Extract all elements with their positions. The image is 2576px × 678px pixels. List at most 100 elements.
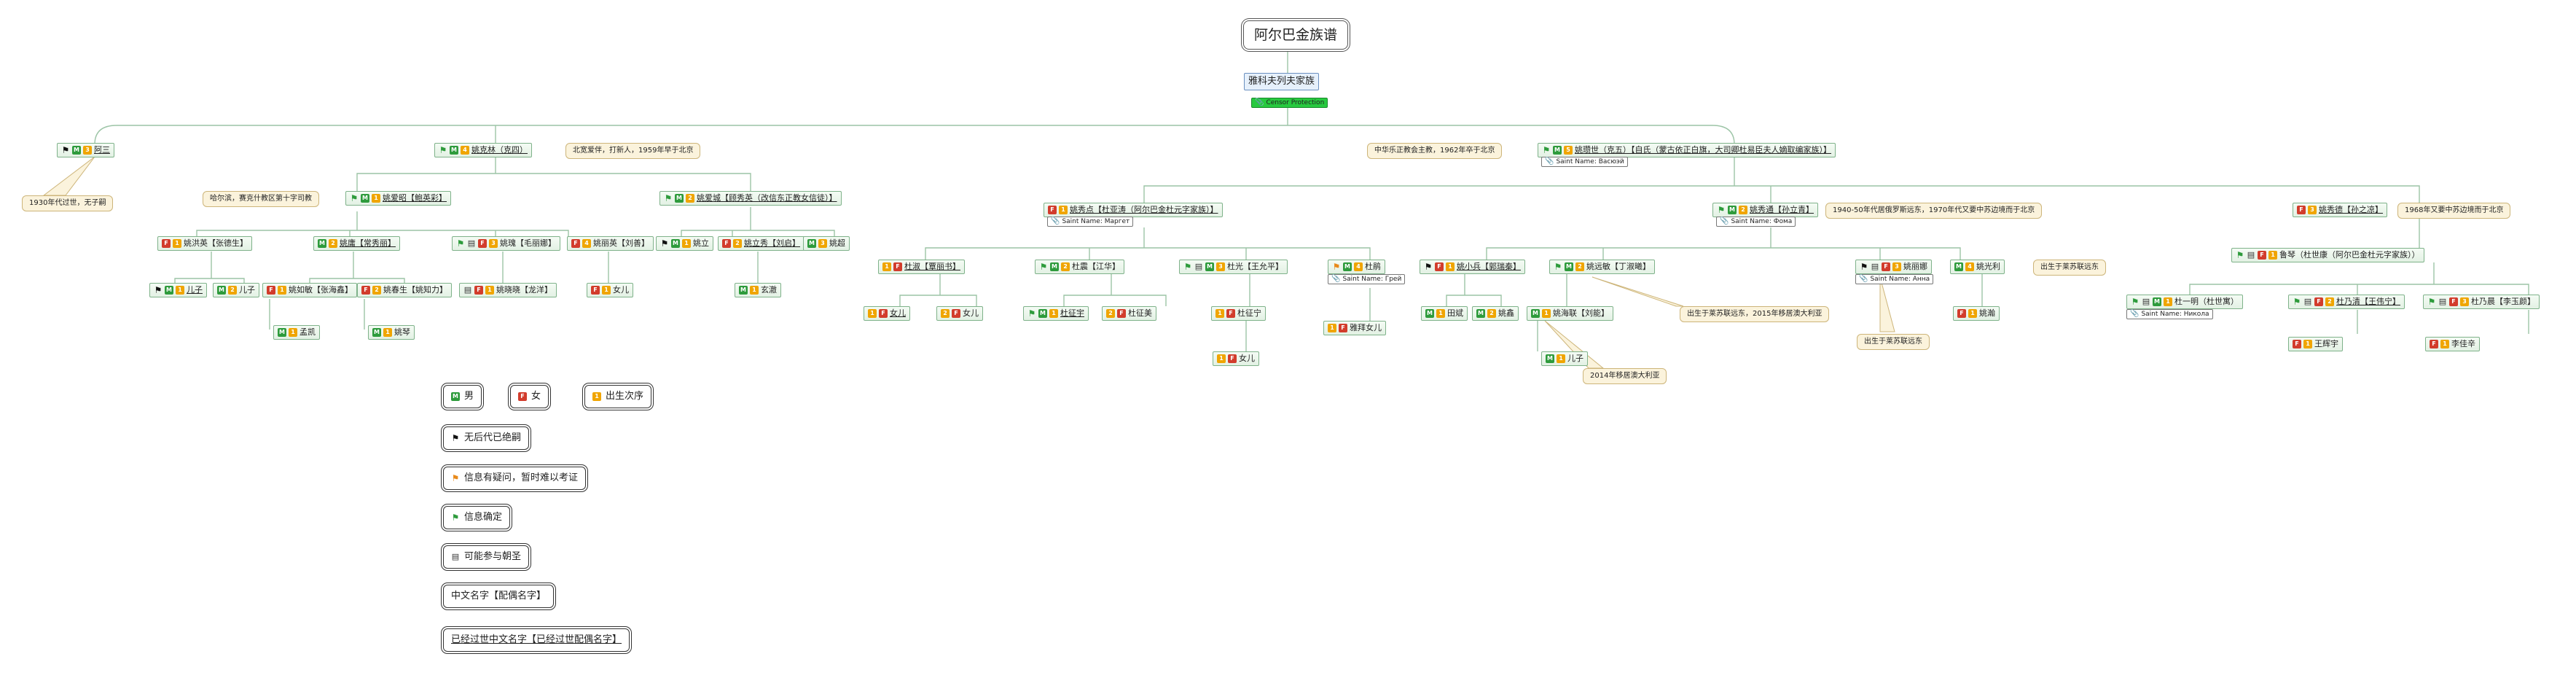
person-name: 女儿: [1239, 354, 1255, 363]
person-node-c2b[interactable]: ⚑ M 2 姚远敏【丁淑曦】: [1549, 260, 1655, 274]
person-node-c1c1a[interactable]: 1 F 女儿: [1213, 351, 1259, 366]
person-node-c2a2[interactable]: M 2 姚鑫: [1472, 306, 1519, 321]
person-node-c1b[interactable]: ⚑ M 2 杜震【江华】: [1035, 260, 1124, 274]
person-node-c2a[interactable]: ⚑ F 1 姚小兵【郭瑞秦】: [1420, 260, 1525, 274]
person-node-c1a2[interactable]: 2 F 女儿: [936, 306, 983, 321]
person-node-b2c[interactable]: M 3 姚超: [803, 236, 850, 251]
note-c2c: 出生于莱苏联远东: [1857, 334, 1930, 350]
person-name: 雅拜女儿: [1350, 323, 1382, 332]
person-name: 姚晓晓【龙洋】: [496, 285, 552, 295]
saint-tag-c[interactable]: 📎 Saint Name: Васюэй: [1541, 157, 1628, 167]
saint-tag-c1d[interactable]: 📎 Saint Name: Грей: [1328, 274, 1406, 284]
birth-order-icon: 1: [882, 262, 891, 271]
person-node-c3a3[interactable]: ⚑ ▤ F 3 杜乃晨【李玉颜】: [2423, 295, 2540, 309]
person-node-c3a3a[interactable]: F 1 李佳辛: [2425, 337, 2480, 351]
person-node-c3a1[interactable]: ⚑ ▤ M 1 杜一明（杜世寓）: [2126, 295, 2243, 309]
saint-tag-c2[interactable]: 📎 Saint Name: Фома: [1716, 217, 1796, 227]
person-name: 姚立秀【刘启】: [744, 238, 800, 248]
saint-label: Saint Name: Васюэй: [1556, 158, 1624, 165]
birth-order-icon: 1: [1446, 262, 1455, 271]
person-node-b1d[interactable]: F 4 姚丽英【刘善】: [567, 236, 654, 251]
person-node-c2[interactable]: ⚑ M 2 姚秀通【孙立青】: [1712, 203, 1818, 217]
person-node-b2[interactable]: ⚑ M 2 姚爱城【顾秀英（改信东正教女信徒）】: [659, 191, 842, 206]
root-node[interactable]: 阿尔巴金族谱: [1243, 20, 1349, 50]
person-node-b1a1[interactable]: ⚑ M 1 儿子: [149, 283, 207, 297]
person-node-b1[interactable]: ⚑ M 1 姚爱昭【鲍英彩】: [345, 191, 451, 206]
person-node-c1a1[interactable]: 1 F 女儿: [864, 306, 910, 321]
person-node-c1d1[interactable]: 1 F 雅拜女儿: [1323, 321, 1386, 335]
birth-order-icon: 1: [1215, 309, 1224, 318]
paperclip-icon: 📎: [1331, 275, 1341, 283]
green-flag-icon: ⚑: [1554, 262, 1562, 272]
black-flag-icon: ⚑: [61, 145, 70, 155]
person-node-c2b1[interactable]: M 1 姚海联【刘能】: [1527, 306, 1613, 321]
person-node-b[interactable]: ⚑ M 4 姚克林（克四）: [434, 143, 532, 157]
person-name: 姚庸【常秀丽】: [340, 238, 396, 248]
person-node-c1a[interactable]: 1 F 杜淑【覃丽书】: [878, 260, 965, 274]
person-node-c3a2a[interactable]: F 1 王辉宇: [2288, 337, 2343, 351]
saint-tag-c2c[interactable]: 📎 Saint Name: Анна: [1855, 274, 1934, 284]
person-node-b1c1[interactable]: ▤ F 1 姚晓晓【龙洋】: [459, 283, 557, 297]
person-node-c1d[interactable]: ⚑ M 4 杜鹃: [1328, 260, 1385, 274]
birth-order-icon: 4: [1965, 262, 1974, 271]
chart-icon: ▤: [451, 552, 460, 561]
male-icon: M: [1343, 262, 1352, 271]
person-node-c1c[interactable]: ⚑ ▤ M 3 杜光【王允平】: [1179, 260, 1288, 274]
chart-icon: ▤: [463, 285, 472, 295]
chart-icon: ▤: [1194, 262, 1203, 271]
person-node-c3[interactable]: F 3 姚秀德【孙之凉】: [2293, 203, 2387, 217]
female-icon: F: [1339, 324, 1347, 332]
person-node-c1b2[interactable]: 2 F 杜征美: [1102, 306, 1156, 321]
female-icon: F: [1226, 309, 1235, 318]
person-node-b1b1[interactable]: F 1 姚如敏【张海鑫】: [262, 283, 357, 297]
person-node-c1[interactable]: F 1 姚秀点【杜亚涛（阿尔巴金杜元字家族）】: [1044, 203, 1223, 217]
person-node-c1c1[interactable]: 1 F 杜征宁: [1211, 306, 1266, 321]
person-name: 阿三: [94, 145, 110, 155]
person-node-c1b1[interactable]: ⚑ M 1 杜征宇: [1023, 306, 1089, 321]
person-name: 姚瀚: [1979, 308, 1995, 318]
saint-label: Saint Name: Маргет: [1062, 218, 1130, 225]
person-node-a[interactable]: ⚑ M 3 阿三: [57, 143, 114, 157]
person-node-b1b2[interactable]: F 2 姚春生【姚知力】: [357, 283, 452, 297]
person-node-b1b1a[interactable]: M 1 孟凯: [273, 325, 320, 340]
person-node-c3a[interactable]: ⚑ ▤ F 1 鲁琴（杜世康（阿尔巴金杜元字家族））: [2231, 248, 2424, 262]
person-node-c3a2[interactable]: ⚑ ▤ F 2 杜乃清【王伟宁】: [2288, 295, 2405, 309]
person-name: 姚春生【姚知力】: [383, 285, 447, 295]
person-node-b1c[interactable]: ⚑ ▤ F 3 姚瑰【毛丽娜】: [452, 236, 560, 251]
person-name: 姚鑫: [1498, 308, 1514, 318]
female-icon: F: [1957, 309, 1966, 318]
female-icon: F: [478, 239, 487, 248]
female-icon: F: [2314, 297, 2323, 306]
person-node-b1b2a[interactable]: M 1 姚琴: [368, 325, 415, 340]
person-node-c2a1[interactable]: M 1 田斌: [1421, 306, 1468, 321]
chart-icon: ▤: [1871, 262, 1879, 271]
note-c3: 1968年又要中苏边境而于北京: [2397, 203, 2511, 219]
person-node-b2b1[interactable]: M 1 玄澈: [735, 283, 781, 297]
person-node-b1a2[interactable]: M 2 儿子: [213, 283, 259, 297]
person-name: 儿子: [1567, 354, 1583, 363]
saint-tag-c3a1[interactable]: 📎 Saint Name: Никола: [2126, 309, 2213, 319]
person-node-b1d1[interactable]: F 1 女儿: [587, 283, 633, 297]
person-node-b2a[interactable]: ⚑ M 1 姚立: [656, 236, 713, 251]
person-node-c2c[interactable]: ⚑ ▤ F 3 姚丽娜: [1855, 260, 1932, 274]
person-node-c[interactable]: ⚑ M 5 姚瓒世（克五）【自氏（蒙古依正白旗，大司卿杜易臣夫人嫡取编家族）】: [1538, 143, 1836, 157]
person-node-b1b[interactable]: M 2 姚庸【常秀丽】: [313, 236, 400, 251]
person-node-c2d1[interactable]: F 1 姚瀚: [1953, 306, 2000, 321]
person-name: 王辉宇: [2314, 339, 2338, 348]
birth-order-icon: 2: [372, 286, 381, 295]
female-icon: F: [1228, 354, 1237, 363]
birth-order-icon: 1: [1968, 309, 1977, 318]
person-node-c2b1a[interactable]: M 1 儿子: [1541, 351, 1588, 366]
family-node[interactable]: 雅科夫列夫家族: [1244, 73, 1320, 90]
person-node-b2b[interactable]: F 2 姚立秀【刘启】: [718, 236, 804, 251]
family-saint-tag[interactable]: 📎 Censor Protection: [1251, 98, 1328, 108]
male-icon: M: [72, 146, 81, 155]
male-icon: M: [318, 239, 326, 248]
chart-icon: ▤: [2247, 250, 2255, 260]
saint-tag-c1[interactable]: 📎 Saint Name: Маргет: [1047, 217, 1134, 227]
legend-label: 信息有疑问，暂时难以考证: [464, 472, 579, 483]
orange-flag-icon: ⚑: [451, 473, 460, 483]
person-node-c2d[interactable]: M 4 姚光利: [1950, 260, 2005, 274]
person-node-b1a[interactable]: F 1 姚洪英【张德生】: [157, 236, 252, 251]
note-c: 中华乐正教会主教，1962年卒于北京: [1367, 143, 1503, 159]
